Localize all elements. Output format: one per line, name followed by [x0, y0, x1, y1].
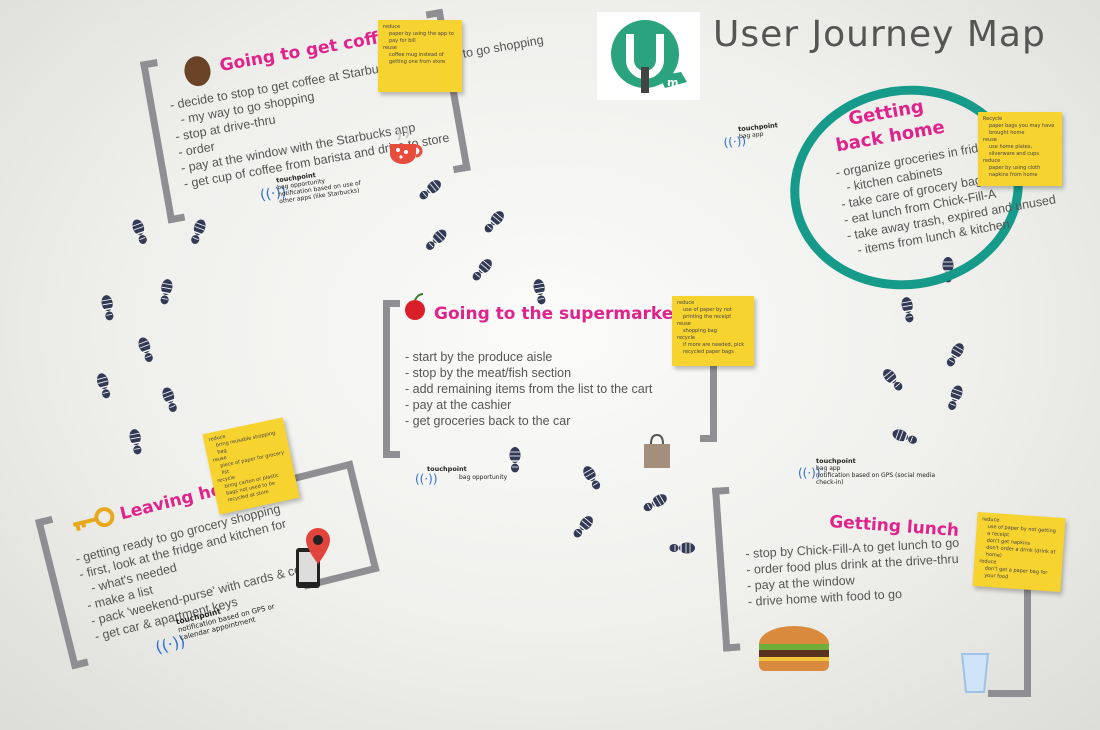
footprint-icon	[531, 277, 549, 307]
list-item: get groceries back to the car	[405, 413, 652, 429]
footprint-icon	[508, 446, 522, 474]
coffee-cup-icon	[390, 127, 423, 164]
list-item: stop by the meat/fish section	[405, 365, 652, 381]
footprint-icon	[187, 217, 209, 247]
bracket	[383, 300, 400, 458]
key-icon	[72, 507, 115, 532]
list-item: add remaining items from the list to the…	[405, 381, 653, 397]
footprint-icon	[899, 295, 917, 325]
footprint-icon	[579, 463, 605, 493]
footprint-icon	[668, 541, 696, 555]
glass-icon	[960, 653, 990, 693]
stage-list-supermarket: start by the produce aisle stop by the m…	[405, 349, 653, 429]
sticky-note-leaving: reduce bring reusable shopping bag reuse…	[202, 417, 300, 515]
shopping-bag-icon	[644, 433, 670, 468]
page-title: User Journey Map	[713, 14, 1046, 55]
apple-icon	[405, 293, 425, 320]
footprint-icon	[415, 176, 445, 204]
sticky-note-home: Recycle paper bags you may have brought …	[978, 112, 1062, 186]
footprint-icon	[94, 371, 114, 401]
logo: m	[597, 12, 700, 100]
footprint-icon	[157, 277, 175, 307]
footprint-icon	[422, 225, 451, 254]
footprint-icon	[640, 490, 670, 516]
sticky-note-supermarket: reduce use of paper by not printing the …	[672, 296, 754, 366]
footprint-icon	[127, 427, 145, 457]
footprint-icon	[480, 207, 508, 237]
footprint-icon	[159, 385, 181, 415]
bracket	[988, 580, 1031, 697]
wifi-icon: ((·))	[415, 472, 438, 486]
phone-gps-icon	[296, 528, 330, 588]
list-item: start by the produce aisle	[405, 349, 652, 365]
footprint-icon	[879, 365, 907, 395]
footprint-icon	[135, 335, 157, 365]
footprint-icon	[468, 255, 496, 285]
burger-icon	[759, 626, 829, 671]
footprint-icon	[890, 426, 920, 448]
sticky-note-coffee: reduce paper by using the app to pay for…	[378, 20, 462, 92]
footprint-icon	[99, 293, 117, 323]
footprint-icon	[569, 512, 597, 542]
stage-list-lunch: stop by Chick-Fill-A to get lunch to go …	[745, 535, 962, 610]
footprint-icon	[129, 217, 151, 247]
wifi-icon: ((·))	[798, 466, 821, 480]
stage-title-supermarket: Going to the supermarket	[434, 304, 682, 324]
list-item: pay at the cashier	[405, 397, 652, 413]
svg-text:m: m	[667, 76, 678, 89]
footprint-icon	[944, 383, 966, 413]
footprint-icon	[942, 340, 968, 370]
sticky-note-lunch: reduce use of paper by not getting a rec…	[972, 512, 1066, 592]
